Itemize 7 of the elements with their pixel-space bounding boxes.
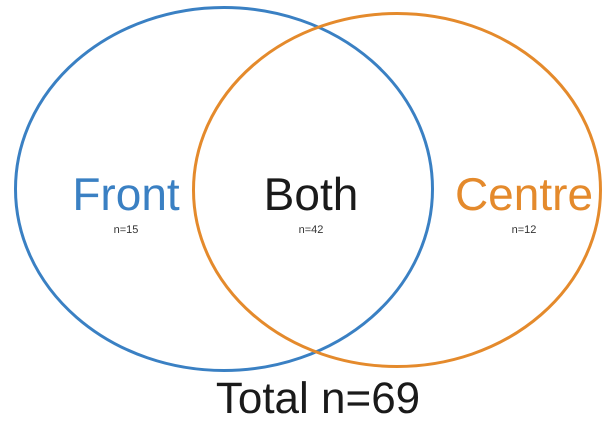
set-label: Front xyxy=(72,168,180,220)
overlap-label: Both xyxy=(264,168,358,220)
caption: Total n=69 xyxy=(216,374,420,424)
count-label: n=12 xyxy=(512,224,536,237)
count-label: n=42 xyxy=(298,224,324,237)
count-label: n=15 xyxy=(114,224,138,237)
set-label: Centre xyxy=(454,168,594,220)
